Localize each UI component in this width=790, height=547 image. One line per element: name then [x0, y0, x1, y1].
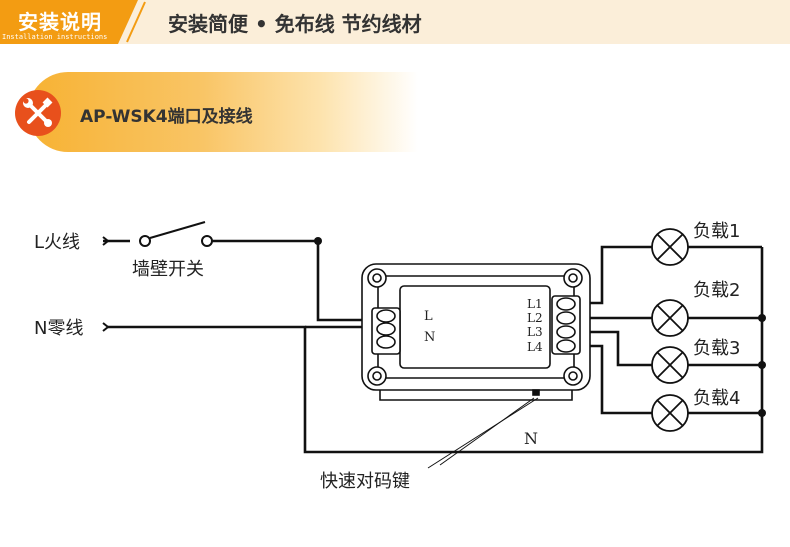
output-label-3: L3: [527, 325, 543, 339]
pairing-button-leader: [427, 397, 539, 469]
load-label-1: 负载1: [693, 221, 740, 242]
wrench-screwdriver-icon: [15, 90, 61, 136]
neutral-return-label: N: [524, 429, 538, 448]
neutral-wire-arrow: [102, 322, 110, 332]
switch-contact-left: [139, 235, 151, 247]
switch-module-device: [361, 263, 591, 401]
tab-title: 安装说明: [18, 10, 102, 34]
header-title: 安装简便 • 免布线 节约线材: [168, 12, 422, 36]
load3-lamp-icon: [651, 346, 689, 384]
output-label-4: L4: [527, 340, 543, 354]
live-wire-to-device: [212, 239, 372, 322]
section-heading-bar: [28, 72, 418, 152]
switch-contact-right: [201, 235, 213, 247]
output-label-2: L2: [527, 311, 543, 325]
output-l4-wire: [580, 344, 652, 415]
pairing-button-label: 快速对码键: [320, 471, 410, 492]
neutral-wire: [108, 247, 764, 454]
output-l1-wire: [580, 245, 652, 305]
section-title: AP-WSK4端口及接线: [80, 107, 253, 127]
load4-lamp-icon: [651, 394, 689, 432]
device-input-l: L: [424, 309, 433, 324]
header-tab-shape: [0, 0, 146, 44]
junction-dot: [758, 314, 766, 322]
junction-dot: [758, 361, 766, 369]
switch-lever: [149, 221, 206, 239]
header-tab: 安装说明 Installation instructions: [0, 0, 160, 44]
output-l3-wire: [580, 330, 652, 367]
device-input-n: N: [424, 330, 435, 345]
load-label-3: 负载3: [693, 338, 740, 359]
live-wire-label: L火线: [34, 232, 80, 253]
tab-subtitle: Installation instructions: [2, 33, 108, 41]
load-label-2: 负载2: [693, 280, 740, 301]
junction-dot: [758, 409, 766, 417]
load1-lamp-icon: [651, 228, 689, 266]
header-banner: 安装说明 Installation instructions 安装简便 • 免布…: [0, 0, 790, 44]
output-label-1: L1: [527, 297, 543, 311]
load2-lamp-icon: [651, 299, 689, 337]
junction-dot: [314, 237, 322, 245]
wall-switch-label: 墙壁开关: [132, 259, 204, 280]
load-label-4: 负载4: [693, 388, 740, 409]
live-wire-arrow: [102, 236, 110, 246]
neutral-wire-label: N零线: [34, 318, 83, 339]
